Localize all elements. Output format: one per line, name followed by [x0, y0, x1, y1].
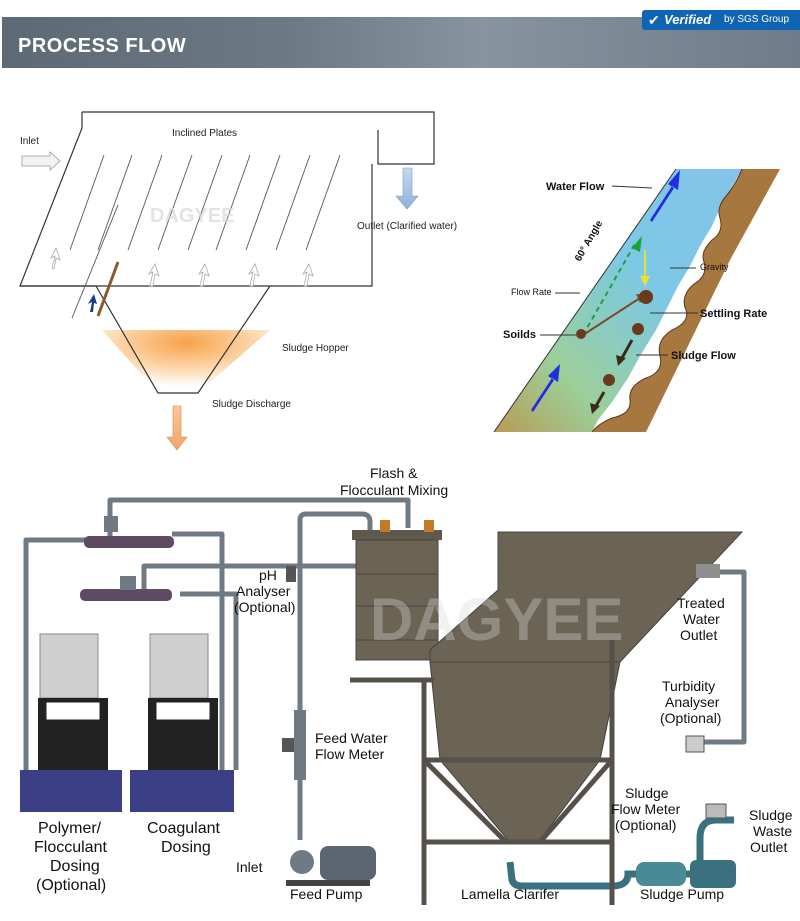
ph-analyser-label-2: Analyser: [236, 583, 291, 599]
check-icon: ✔: [648, 12, 660, 28]
flash-mixing-label-2: Flocculant Mixing: [340, 482, 448, 498]
gravity-label: Gravity: [700, 262, 729, 272]
feed-flow-meter-label-1: Feed Water: [315, 730, 388, 746]
sludge-meter-label-1: Sludge: [625, 785, 669, 801]
treated-water-label-2: Water: [683, 611, 720, 627]
sludge-flow-label: Sludge Flow: [671, 350, 736, 362]
treated-water-label-1: Treated: [677, 595, 725, 611]
flow-rate-label: Flow Rate: [511, 287, 552, 297]
sludge-meter-label-2: Flow Meter: [611, 801, 681, 817]
soilds-label: Soilds: [503, 329, 536, 341]
inclined-plate-settler-diagram: Inlet DAGYEE Inclined Plates Outlet (Cla…: [19, 111, 457, 451]
water-flow-label: Water Flow: [546, 181, 605, 193]
turbidity-label-2: Analyser: [665, 694, 720, 710]
outlet-label: Outlet (Clarified water): [357, 221, 457, 232]
verified-badge[interactable]: ✔ Verified by SGS Group: [642, 10, 800, 30]
watermark-top: DAGYEE: [150, 205, 234, 227]
sludge-pump-label: Sludge Pump: [640, 886, 724, 902]
coagulant-label-1: Coagulant: [147, 820, 221, 837]
feed-pump-label: Feed Pump: [290, 886, 363, 902]
settling-rate-label: Settling Rate: [700, 308, 767, 320]
sludge-discharge-label: Sludge Discharge: [212, 399, 291, 410]
page-title: PROCESS FLOW: [18, 35, 187, 57]
polymer-label-4: (Optional): [36, 877, 106, 894]
polymer-label-1: Polymer/: [38, 820, 102, 837]
inlet-label: Inlet: [20, 136, 39, 147]
polymer-label-2: Flocculant: [34, 839, 107, 856]
ph-analyser-label-3: (Optional): [234, 599, 295, 615]
sludge-hopper-label: Sludge Hopper: [282, 343, 349, 354]
sludge-waste-label-2: Waste: [753, 823, 792, 839]
inlet-bottom-label: Inlet: [236, 859, 263, 875]
lamella-clarifier-system-diagram: DAGYEE Flash & Flocculant Mixing pH Anal…: [20, 465, 793, 905]
turbidity-label-3: (Optional): [660, 710, 721, 726]
sludge-waste-label-3: Outlet: [750, 839, 787, 855]
feed-flow-meter-label-2: Flow Meter: [315, 746, 385, 762]
inclined-plates-label: Inclined Plates: [172, 128, 237, 139]
sludge-meter-label-3: (Optional): [615, 817, 676, 833]
angle-label: 60° Angle: [573, 218, 605, 263]
treated-water-label-3: Outlet: [680, 627, 717, 643]
settling-rate-diagram: Water Flow 60° Angle Gravity Flow Rate S…: [493, 168, 780, 433]
watermark-bottom: DAGYEE: [370, 586, 623, 653]
flash-mixing-label-1: Flash &: [370, 465, 418, 481]
turbidity-label-1: Turbidity: [662, 678, 715, 694]
coagulant-label-2: Dosing: [161, 839, 211, 856]
polymer-label-3: Dosing: [50, 858, 100, 875]
verified-label: Verified: [664, 12, 712, 27]
verified-by-label: by SGS Group: [724, 14, 790, 25]
ph-analyser-label-1: pH: [259, 567, 277, 583]
sludge-waste-label-1: Sludge: [749, 807, 793, 823]
lamella-clarifier-label: Lamella Clarifer: [461, 886, 559, 902]
